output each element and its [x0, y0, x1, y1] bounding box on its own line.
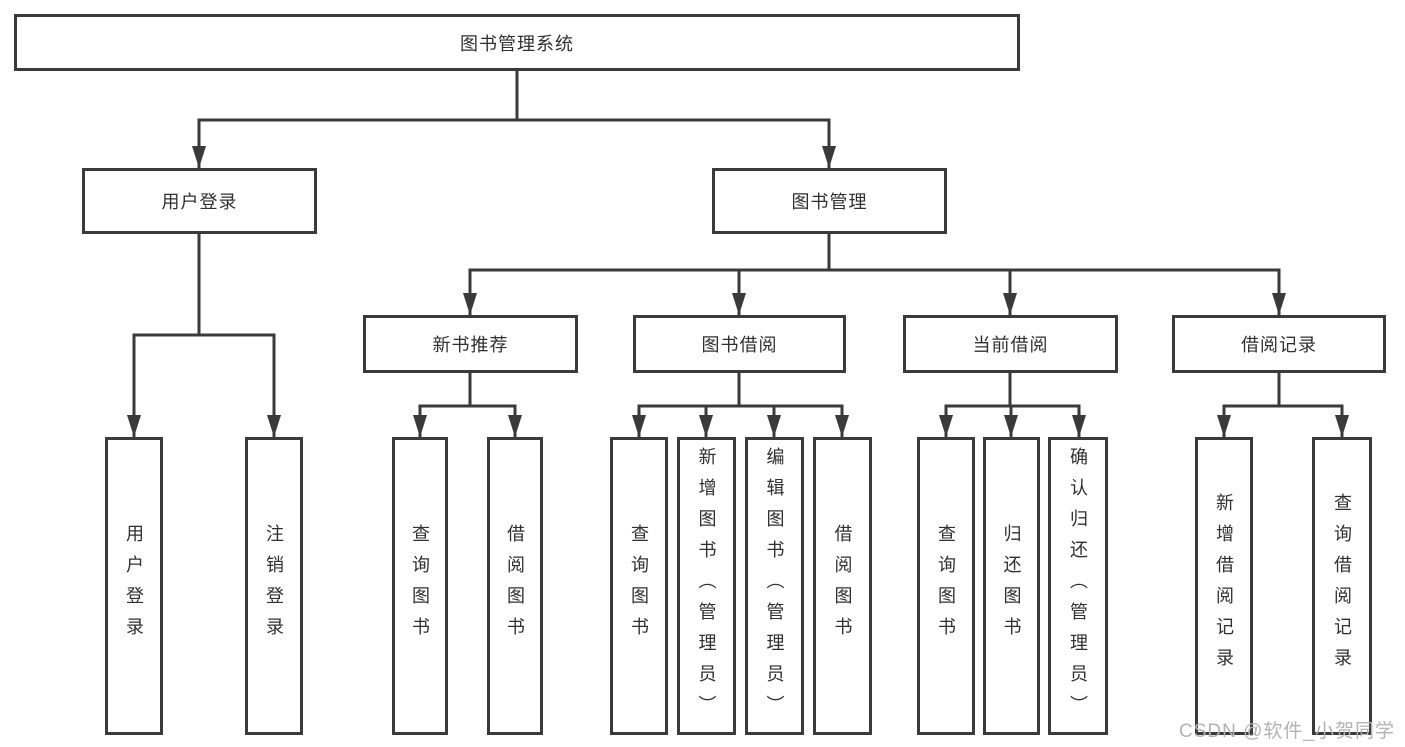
connector-book-mgmt-children: [463, 232, 1286, 317]
csdn-watermark: CSDN @软件_小贺同学: [1179, 721, 1395, 742]
node-borrow-records: 借阅记录: [1172, 315, 1386, 373]
connector-new-rec-children: [413, 371, 522, 439]
leaf-query-books-recommend: 查询图书: [392, 437, 448, 735]
connector-borrow-children: [632, 371, 849, 439]
connector-root-to-level1: [192, 69, 836, 170]
leaf-borrow-books: 借阅图书: [813, 437, 872, 735]
leaf-logout: 注销登录: [245, 437, 303, 735]
node-new-book-recommend: 新书推荐: [363, 315, 578, 373]
node-root-library-system: 图书管理系统: [14, 14, 1020, 71]
node-current-borrow: 当前借阅: [903, 315, 1118, 373]
leaf-add-borrow-record: 新增借阅记录: [1195, 437, 1253, 735]
leaf-add-books-admin: 新增图书（管理员）: [677, 437, 736, 735]
connector-user-login-children: [127, 232, 281, 439]
leaf-return-books: 归还图书: [983, 437, 1040, 735]
leaf-query-books-borrow: 查询图书: [610, 437, 668, 735]
connector-records-children: [1217, 371, 1349, 439]
node-book-management-branch: 图书管理: [712, 168, 947, 234]
node-book-borrow: 图书借阅: [633, 315, 846, 373]
node-user-login-branch: 用户登录: [82, 168, 317, 234]
connector-current-children: [939, 371, 1086, 439]
leaf-borrow-books-recommend: 借阅图书: [487, 437, 543, 735]
leaf-edit-books-admin: 编辑图书（管理员）: [745, 437, 804, 735]
leaf-user-login: 用户登录: [105, 437, 163, 735]
leaf-query-books-current: 查询图书: [917, 437, 975, 735]
leaf-query-borrow-record: 查询借阅记录: [1312, 437, 1372, 735]
leaf-confirm-return-admin: 确认归还（管理员）: [1048, 437, 1108, 735]
